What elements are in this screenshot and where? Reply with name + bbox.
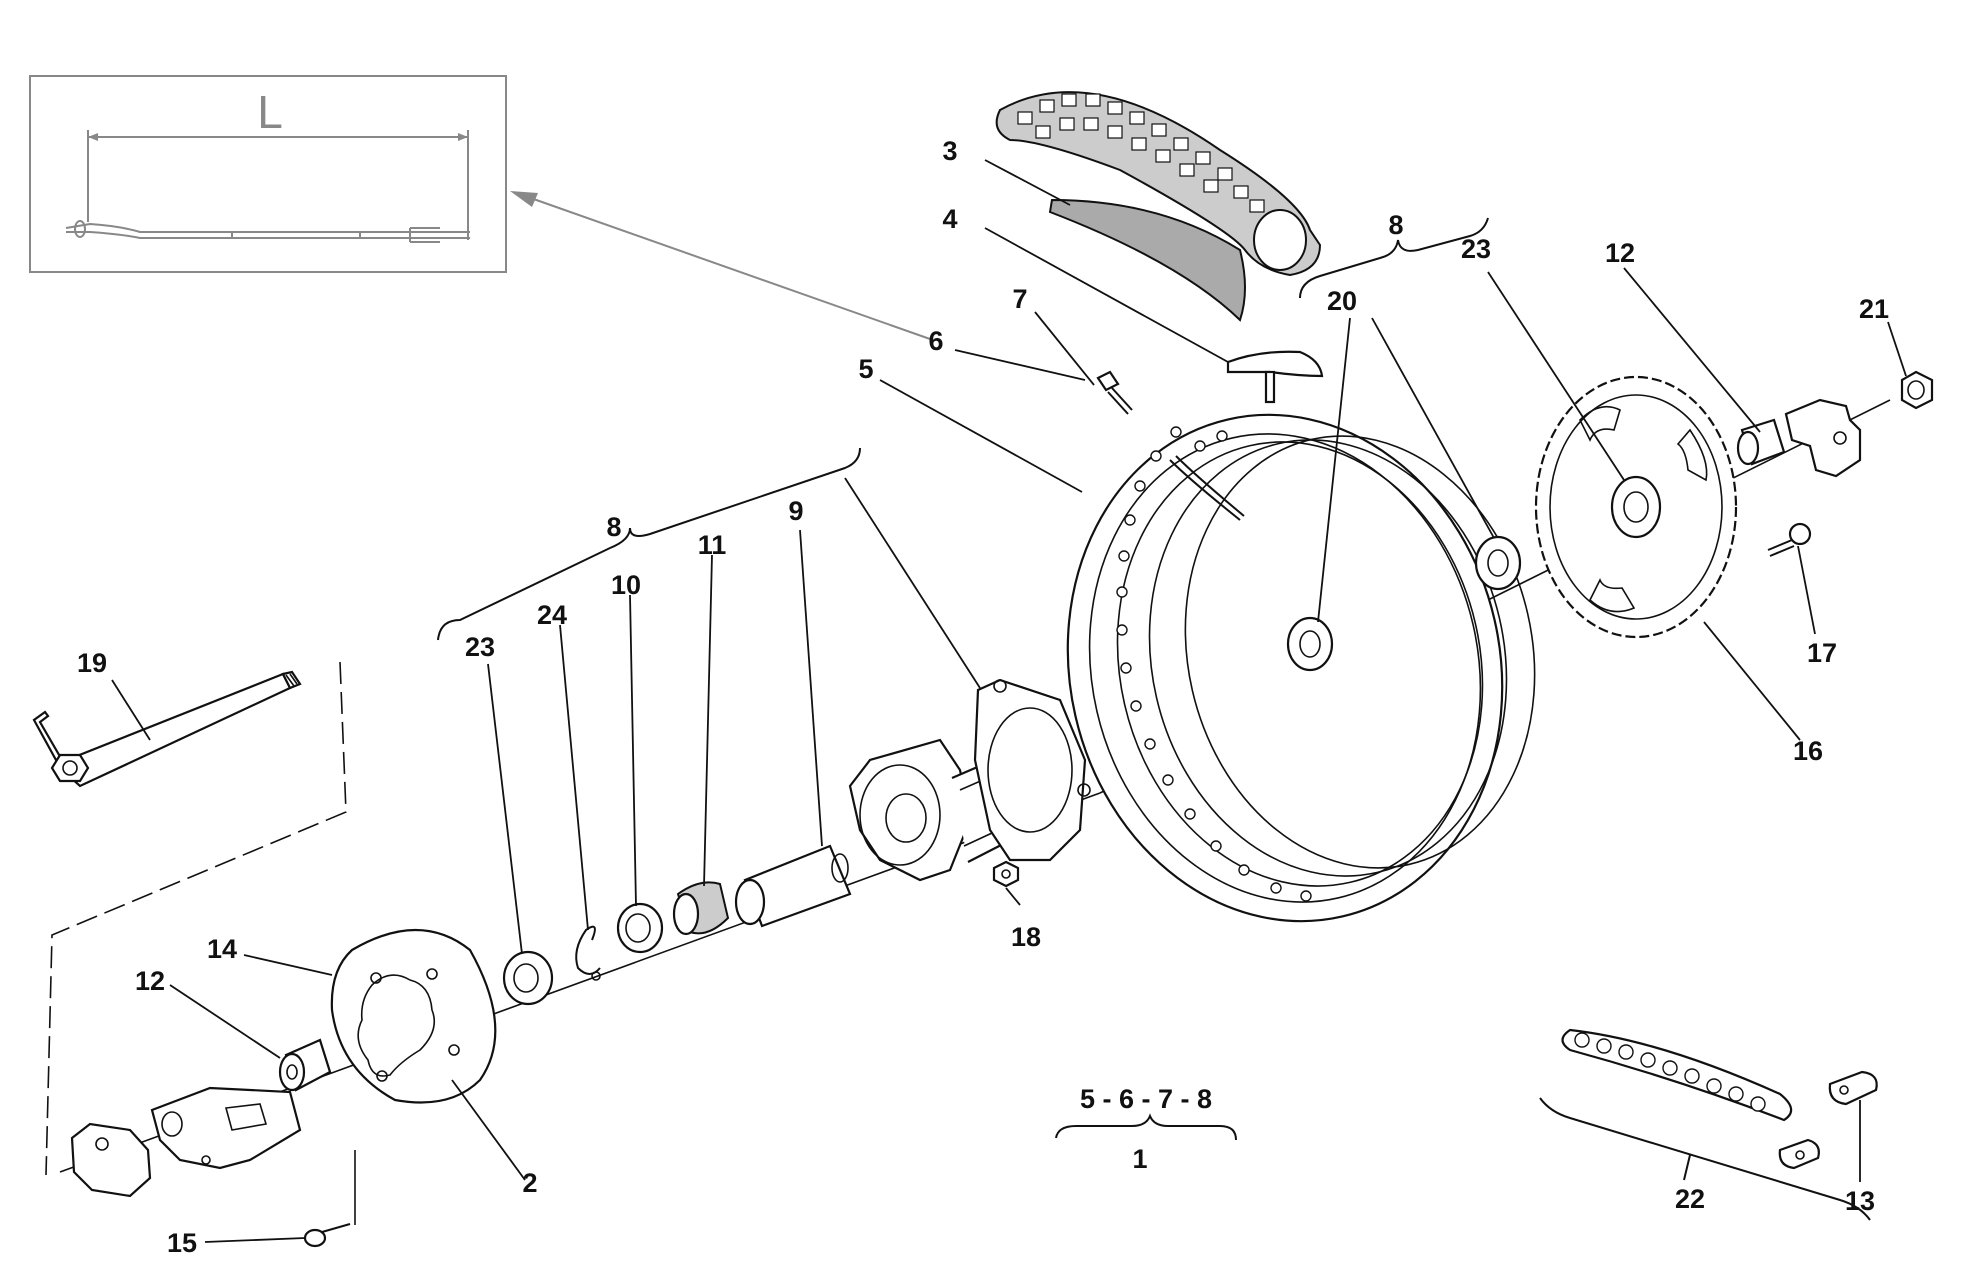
part-label-16: 16 bbox=[1793, 736, 1823, 766]
part-label-17: 17 bbox=[1807, 638, 1837, 668]
part-label-24: 24 bbox=[537, 600, 567, 630]
kit-brace-total bbox=[1055, 1113, 1237, 1141]
master-link bbox=[1778, 1070, 1878, 1170]
wheel-hub bbox=[848, 678, 1091, 882]
part-label-22: 22 bbox=[1675, 1184, 1705, 1214]
part-label-21: 21 bbox=[1859, 294, 1889, 324]
spacer-bearing bbox=[672, 881, 730, 936]
axle bbox=[32, 670, 302, 788]
part-label-9: 9 bbox=[788, 496, 803, 526]
part-label-3: 3 bbox=[942, 136, 957, 166]
rim-bearing-left bbox=[1286, 616, 1334, 672]
disc-screw bbox=[303, 1223, 351, 1248]
tyre bbox=[995, 91, 1322, 277]
part-label-6: 6 bbox=[928, 326, 943, 356]
part-label-14: 14 bbox=[207, 934, 237, 964]
part-label-1: 1 bbox=[1132, 1144, 1147, 1174]
part-label-2: 2 bbox=[522, 1168, 537, 1198]
part-label-8-left: 8 bbox=[606, 512, 621, 542]
sprocket-bolt bbox=[1767, 522, 1812, 557]
rim-bearing-right bbox=[1474, 535, 1522, 591]
oil-seal bbox=[616, 902, 664, 954]
part-label-20: 20 bbox=[1327, 286, 1357, 316]
spoke-nipple bbox=[1096, 370, 1133, 415]
part-label-10: 10 bbox=[611, 570, 641, 600]
inset-length-label: L bbox=[257, 86, 283, 138]
part-label-5: 5 bbox=[858, 354, 873, 384]
part-label-4: 4 bbox=[942, 204, 957, 234]
axle-spacer-right bbox=[1736, 418, 1786, 466]
hub-nut bbox=[992, 860, 1020, 888]
part-label-19: 19 bbox=[77, 648, 107, 678]
spoke-inset: L bbox=[29, 75, 507, 273]
axle-spacer-left bbox=[278, 1038, 332, 1092]
inset-pointer-arrow bbox=[510, 191, 931, 340]
part-label-23-left: 23 bbox=[465, 632, 495, 662]
rim bbox=[1066, 413, 1536, 923]
rim-strip bbox=[1048, 198, 1246, 322]
valve-cap-piece bbox=[1226, 350, 1324, 404]
spoke-illustration bbox=[65, 220, 470, 243]
part-label-23-right: 23 bbox=[1461, 234, 1491, 264]
kit-brace-right bbox=[1299, 217, 1489, 299]
part-label-8-right: 8 bbox=[1388, 210, 1403, 240]
part-label-12-right: 12 bbox=[1605, 238, 1635, 268]
part-labels: 1 5 - 6 - 7 - 8 2 3 4 5 6 7 8 8 9 10 11 … bbox=[77, 136, 1889, 1258]
part-label-kit-group: 5 - 6 - 7 - 8 bbox=[1080, 1084, 1212, 1114]
part-label-11: 11 bbox=[698, 530, 727, 560]
part-label-18: 18 bbox=[1011, 922, 1041, 952]
circlip bbox=[575, 925, 601, 981]
chain-adjuster-left bbox=[150, 1086, 302, 1170]
part-label-15: 15 bbox=[167, 1228, 197, 1258]
part-label-12-left: 12 bbox=[135, 966, 165, 996]
chain-brace bbox=[1539, 1097, 1871, 1221]
hub-bearing bbox=[502, 950, 554, 1006]
sprocket bbox=[1534, 375, 1738, 639]
spacer-tube bbox=[734, 844, 852, 928]
axle-block-left bbox=[70, 1122, 152, 1198]
part-label-13: 13 bbox=[1845, 1186, 1875, 1216]
brake-disc bbox=[330, 928, 497, 1104]
kit-brace-left bbox=[437, 447, 861, 641]
drive-chain bbox=[1561, 1028, 1793, 1122]
part-label-7: 7 bbox=[1012, 284, 1027, 314]
leader-lines bbox=[111, 159, 1907, 1243]
chain-adjuster-right bbox=[1784, 398, 1862, 478]
axle-nut bbox=[1900, 370, 1934, 410]
